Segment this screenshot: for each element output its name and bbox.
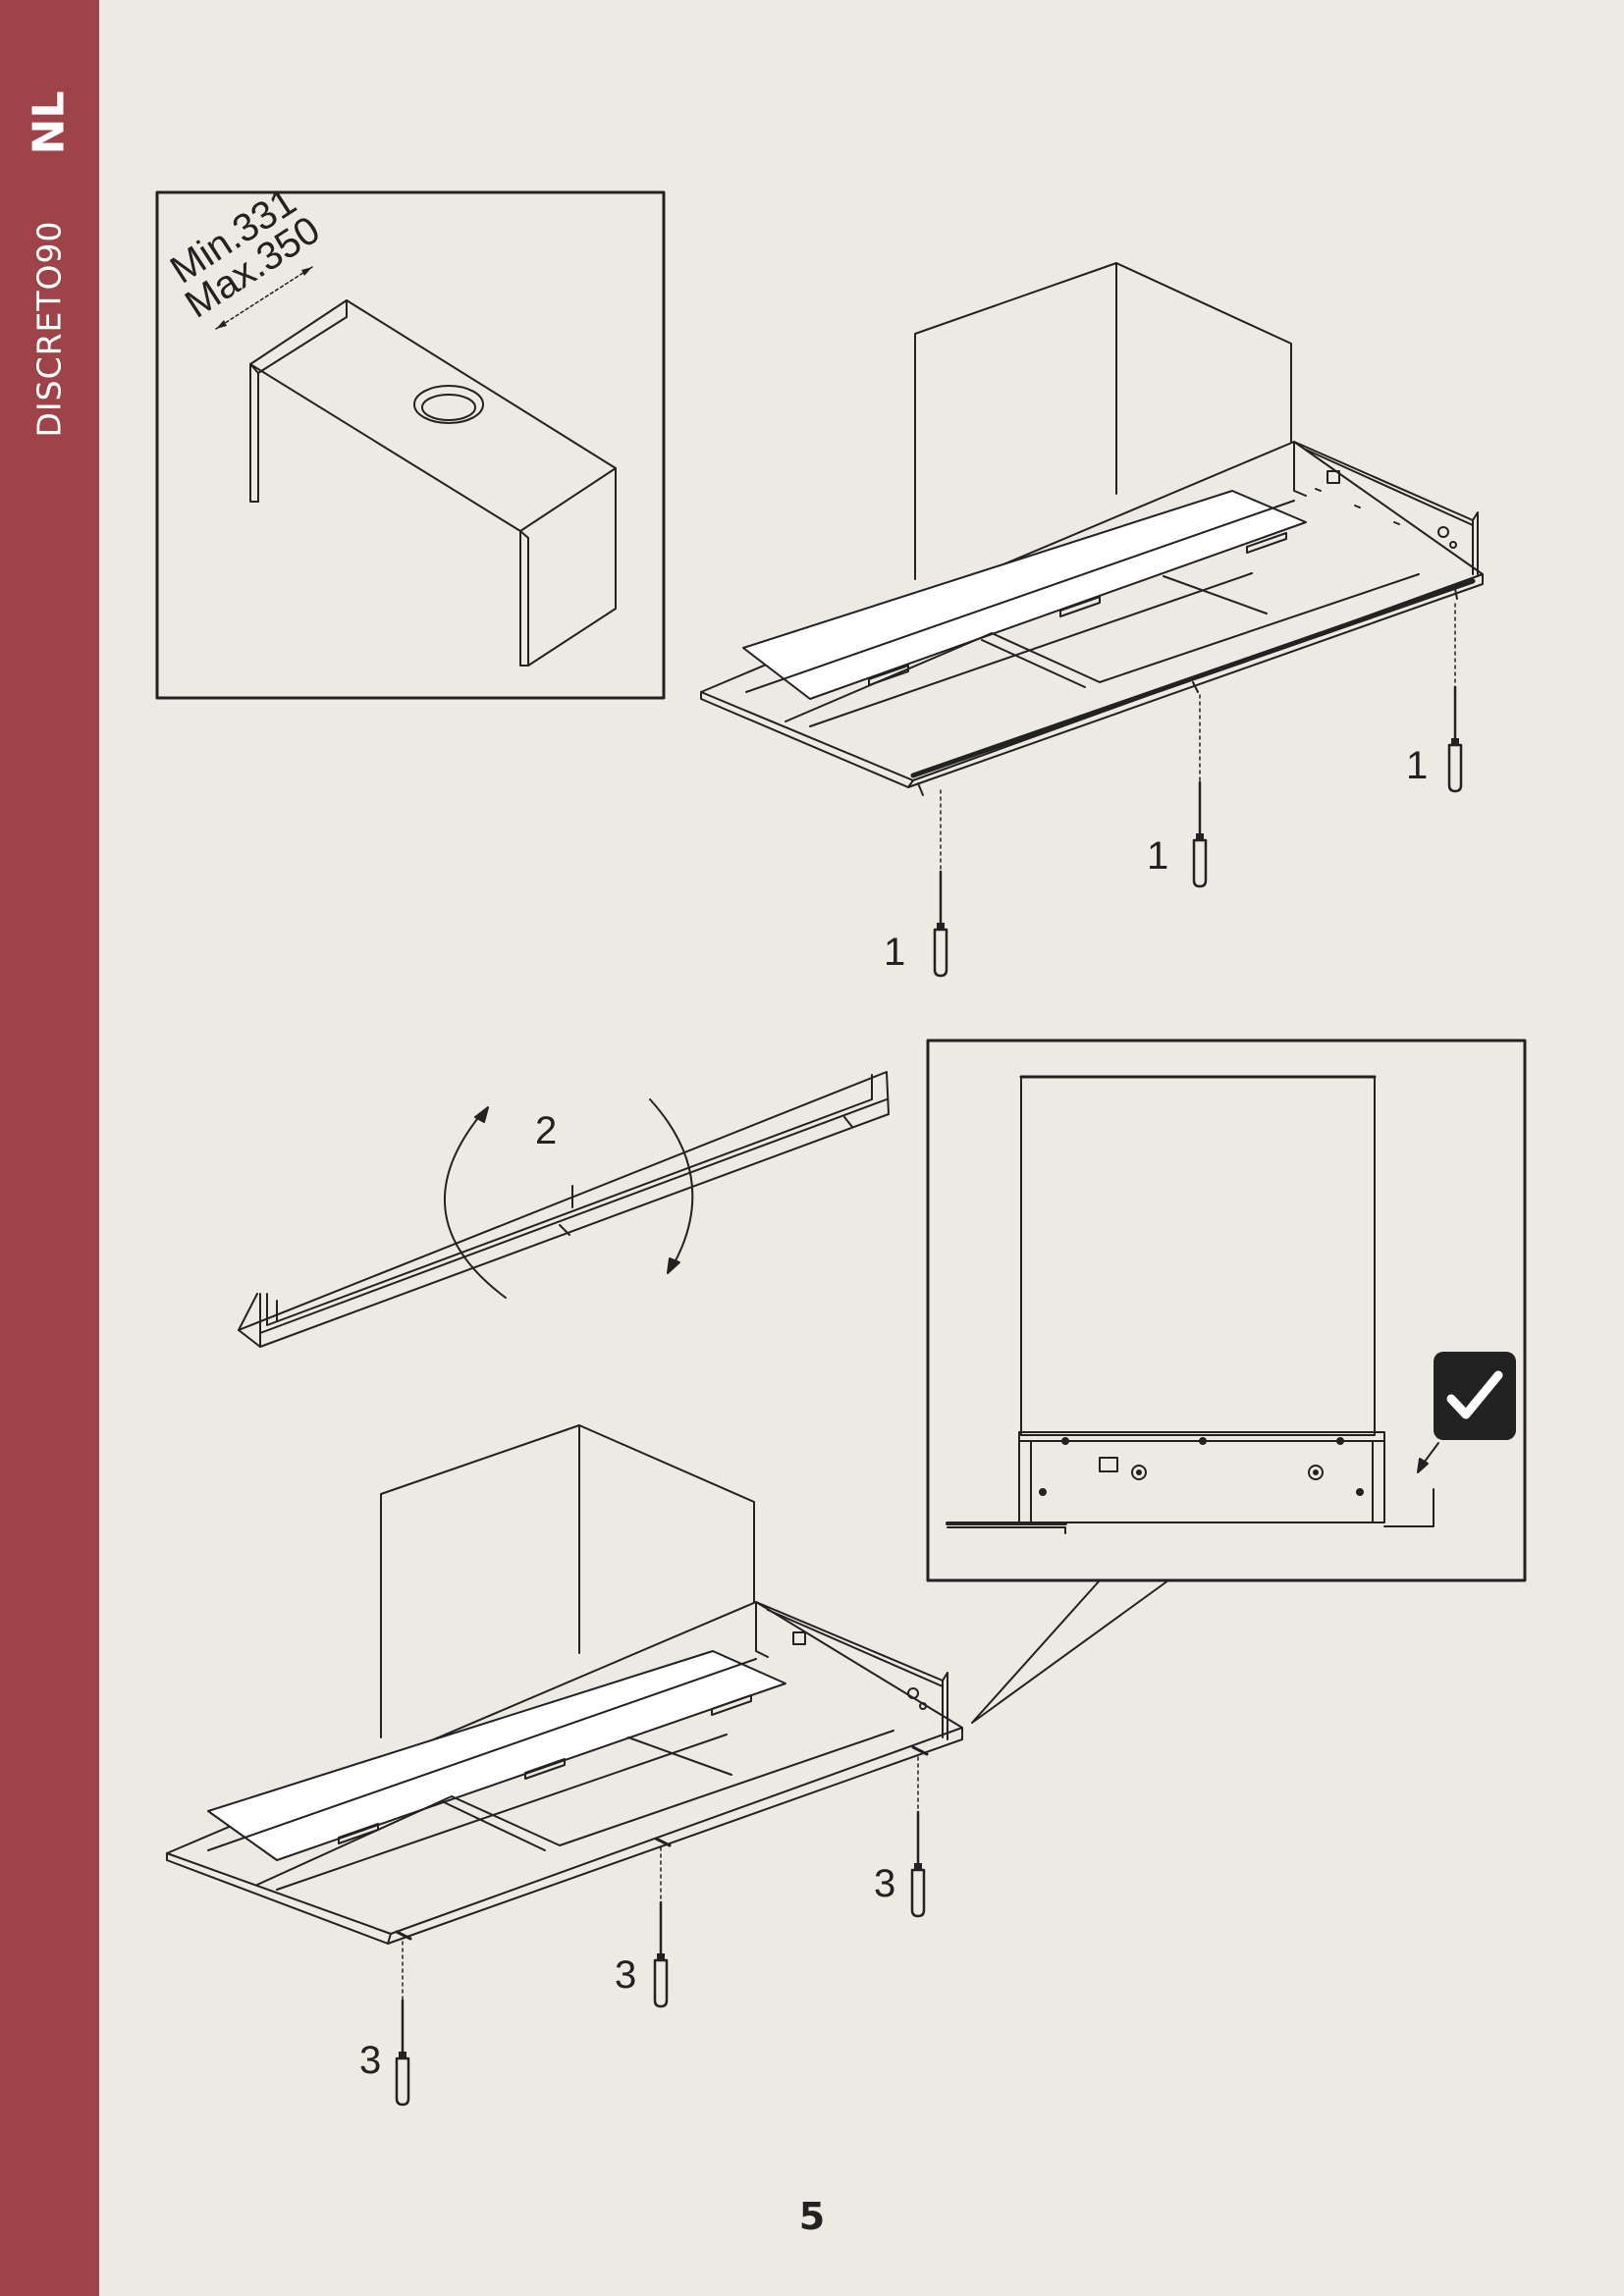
checkmark-icon xyxy=(1446,1370,1503,1419)
step-label-2: 2 xyxy=(535,1109,557,1152)
step-label-3b: 3 xyxy=(615,1953,636,1997)
step-label-1b: 1 xyxy=(1147,834,1168,878)
rail-rotation-drawing xyxy=(238,1071,890,1348)
dimension-inset: Min.331 Max.350 xyxy=(155,180,666,700)
step-label-1a: 1 xyxy=(884,931,905,974)
front-view-inset xyxy=(926,1039,1527,1724)
page-number: 5 xyxy=(798,2195,826,2238)
step-label-3c: 3 xyxy=(874,1862,895,1905)
hood-drawing-step1 xyxy=(700,262,1484,889)
hood-drawing-step3 xyxy=(166,1424,963,2033)
sidebar-band: NL DISCRETO90 xyxy=(0,0,99,2296)
step-label-1c: 1 xyxy=(1406,744,1428,787)
step-label-3a: 3 xyxy=(359,2039,381,2082)
